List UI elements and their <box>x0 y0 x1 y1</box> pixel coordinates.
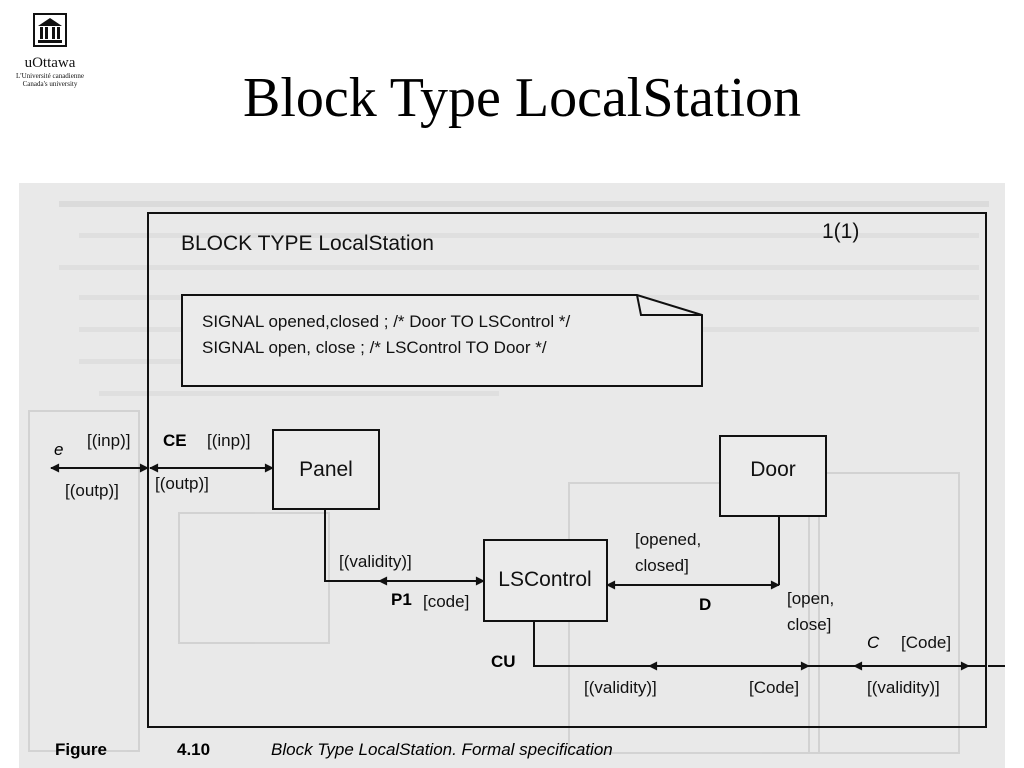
signal-declaration-2: SIGNAL open, close ; /* LSControl TO Doo… <box>202 338 547 357</box>
logo-line2: Canada's university <box>22 80 78 88</box>
page-reference: 1(1) <box>822 220 859 243</box>
c-validity-signals: [(validity)] <box>867 678 940 697</box>
block-lscontrol: LSControl <box>483 539 608 622</box>
signal-declaration-1: SIGNAL opened,closed ; /* Door TO LSCont… <box>202 312 570 331</box>
logo-line1: L'Université canadienne <box>16 72 84 80</box>
caption-number: 4.10 <box>177 740 210 759</box>
lscontrol-label: LSControl <box>498 568 591 591</box>
channel-p1-label: P1 <box>391 590 412 609</box>
signal-text-symbol <box>181 294 703 387</box>
slide-title: Block Type LocalStation <box>242 67 802 129</box>
c-code-signals: [Code] <box>901 633 951 652</box>
channel-ce-label: CE <box>163 431 187 450</box>
logo-name: uOttawa <box>24 55 76 71</box>
channel-cu-route <box>533 621 649 667</box>
d-closed-signal: closed] <box>635 556 689 575</box>
d-opened-signal: [opened, <box>635 530 701 549</box>
p1-code-signals: [code] <box>423 592 469 611</box>
block-door: Door <box>719 435 827 517</box>
ce-outp-signals: [(outp)] <box>155 474 209 493</box>
channel-e-label: e <box>54 440 63 459</box>
block-header: BLOCK TYPE LocalStation <box>181 232 434 255</box>
e-outp-signals: [(outp)] <box>65 481 119 500</box>
building-icon <box>33 13 67 47</box>
channel-c-label: C <box>867 633 880 652</box>
block-diagram: BLOCK TYPE LocalStation 1(1) SIGNAL open… <box>28 201 1005 759</box>
d-open-signal: [open, <box>787 589 834 608</box>
uottawa-logo: uOttawa L'Université canadienne Canada's… <box>8 12 92 88</box>
caption-label: Figure <box>55 740 107 759</box>
cu-code-signals: [Code] <box>749 678 799 697</box>
e-inp-signals: [(inp)] <box>87 431 130 450</box>
cu-validity-signals: [(validity)] <box>584 678 657 697</box>
d-close-signal: close] <box>787 615 831 634</box>
scanned-figure: BLOCK TYPE LocalStation 1(1) SIGNAL open… <box>19 183 1005 768</box>
channel-d-label: D <box>699 595 711 614</box>
panel-label: Panel <box>299 458 353 481</box>
caption-text: Block Type LocalStation. Formal specific… <box>271 740 613 759</box>
ce-inp-signals: [(inp)] <box>207 431 250 450</box>
block-panel: Panel <box>272 429 380 510</box>
folded-corner <box>636 294 702 316</box>
p1-validity-signals: [(validity)] <box>339 552 412 571</box>
door-label: Door <box>750 458 796 481</box>
channel-p1-route <box>324 509 379 582</box>
channel-cu-label: CU <box>491 652 516 671</box>
